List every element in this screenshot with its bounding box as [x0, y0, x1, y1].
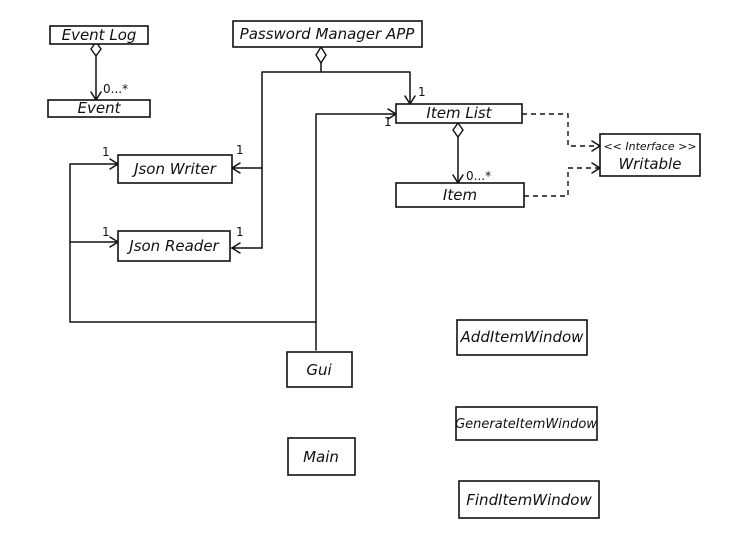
interface-writable: << Interface >> Writable [599, 133, 701, 177]
interface-writable-label: Writable [619, 155, 682, 173]
class-event-log-label: Event Log [62, 26, 137, 44]
itemlist-composition-diamond [452, 121, 464, 139]
item-multiplicity: 0...* [466, 169, 491, 183]
class-find-item-window-label: FindItemWindow [466, 491, 592, 509]
jsonwriter-app-multiplicity: 1 [236, 143, 244, 157]
class-json-reader-label: Json Reader [126, 237, 219, 255]
eventlog-composition-diamond [90, 40, 102, 58]
class-json-reader: Json Reader [117, 230, 231, 262]
class-event: Event [47, 99, 151, 118]
class-json-writer-label: Json Writer [131, 160, 217, 178]
class-main: Main [287, 437, 356, 476]
class-password-manager-app-label: Password Manager APP [240, 25, 416, 43]
class-generate-item-window-label: GenerateItemWindow [455, 417, 597, 432]
class-add-item-window: AddItemWindow [456, 319, 588, 356]
itemlist-gui-multiplicity: 1 [384, 115, 392, 129]
class-item-list: Item List [395, 103, 523, 124]
class-event-log: Event Log [49, 25, 149, 45]
jsonwriter-gui-multiplicity: 1 [102, 145, 110, 159]
app-jsonreader-arrowhead [230, 242, 241, 254]
class-add-item-window-label: AddItemWindow [460, 328, 585, 346]
class-gui-label: Gui [306, 361, 332, 379]
item-writable-realization [524, 167, 600, 197]
itemlist-writable-realization [522, 113, 600, 147]
app-itemlist-association [320, 71, 411, 105]
class-generate-item-window: GenerateItemWindow [455, 406, 598, 441]
app-composition-diamond [315, 45, 327, 65]
gui-itemlist-association [315, 113, 397, 351]
class-password-manager-app: Password Manager APP [232, 20, 423, 48]
itemlist-app-multiplicity: 1 [418, 85, 426, 99]
event-multiplicity: 0...* [103, 82, 128, 96]
class-json-writer: Json Writer [117, 154, 233, 184]
jsonreader-app-multiplicity: 1 [236, 225, 244, 239]
class-find-item-window: FindItemWindow [458, 480, 600, 519]
class-item-label: Item [443, 186, 477, 204]
class-gui: Gui [286, 351, 353, 388]
app-trunk-line [261, 62, 322, 249]
class-main-label: Main [303, 448, 339, 466]
interface-stereotype-label: << Interface >> [603, 140, 696, 153]
class-item-list-label: Item List [426, 104, 492, 122]
class-event-label: Event [78, 99, 122, 117]
gui-json-association [69, 163, 317, 323]
class-item: Item [395, 182, 525, 208]
jsonreader-gui-multiplicity: 1 [102, 225, 110, 239]
